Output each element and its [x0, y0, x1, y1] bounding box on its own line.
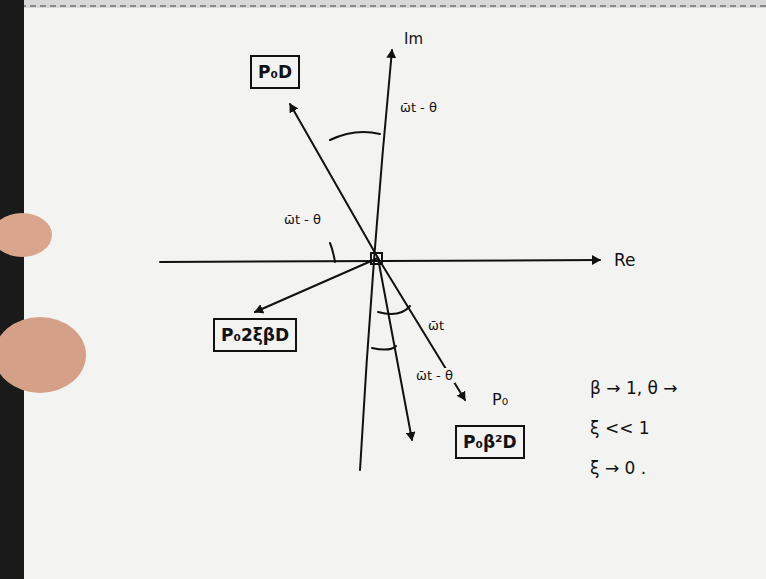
annotation: Re — [612, 250, 638, 270]
annotation: ω̄t - θ — [282, 212, 323, 227]
annotation: ξ << 1 — [588, 418, 652, 438]
imaginary-axis — [360, 50, 392, 470]
annotation: P₀ — [490, 390, 510, 409]
angle-arc — [330, 243, 335, 262]
annotation: ω̄t - θ — [414, 368, 455, 383]
annotation: ω̄t - θ — [398, 100, 439, 115]
force-vector — [290, 104, 378, 258]
paper-edge — [0, 0, 766, 8]
force-label: P₀D — [258, 62, 292, 82]
paper-edge — [0, 5, 766, 7]
finger — [0, 213, 52, 257]
dark-border — [0, 0, 24, 579]
annotation: ω̄t — [426, 318, 446, 333]
force-box: P₀D — [250, 55, 300, 89]
angle-arc — [378, 306, 410, 314]
force-label: P₀2ξβD — [221, 325, 289, 345]
force-box: P₀2ξβD — [213, 318, 297, 352]
force-vector — [255, 258, 378, 312]
annotation: ξ → 0 . — [588, 458, 648, 478]
angle-arc — [372, 346, 396, 350]
annotation: Im — [402, 30, 425, 48]
force-box: P₀β²D — [455, 425, 525, 459]
force-label: P₀β²D — [463, 432, 517, 452]
annotation: β → 1, θ → — [588, 378, 680, 398]
finger — [0, 317, 86, 393]
angle-arc — [330, 132, 380, 140]
